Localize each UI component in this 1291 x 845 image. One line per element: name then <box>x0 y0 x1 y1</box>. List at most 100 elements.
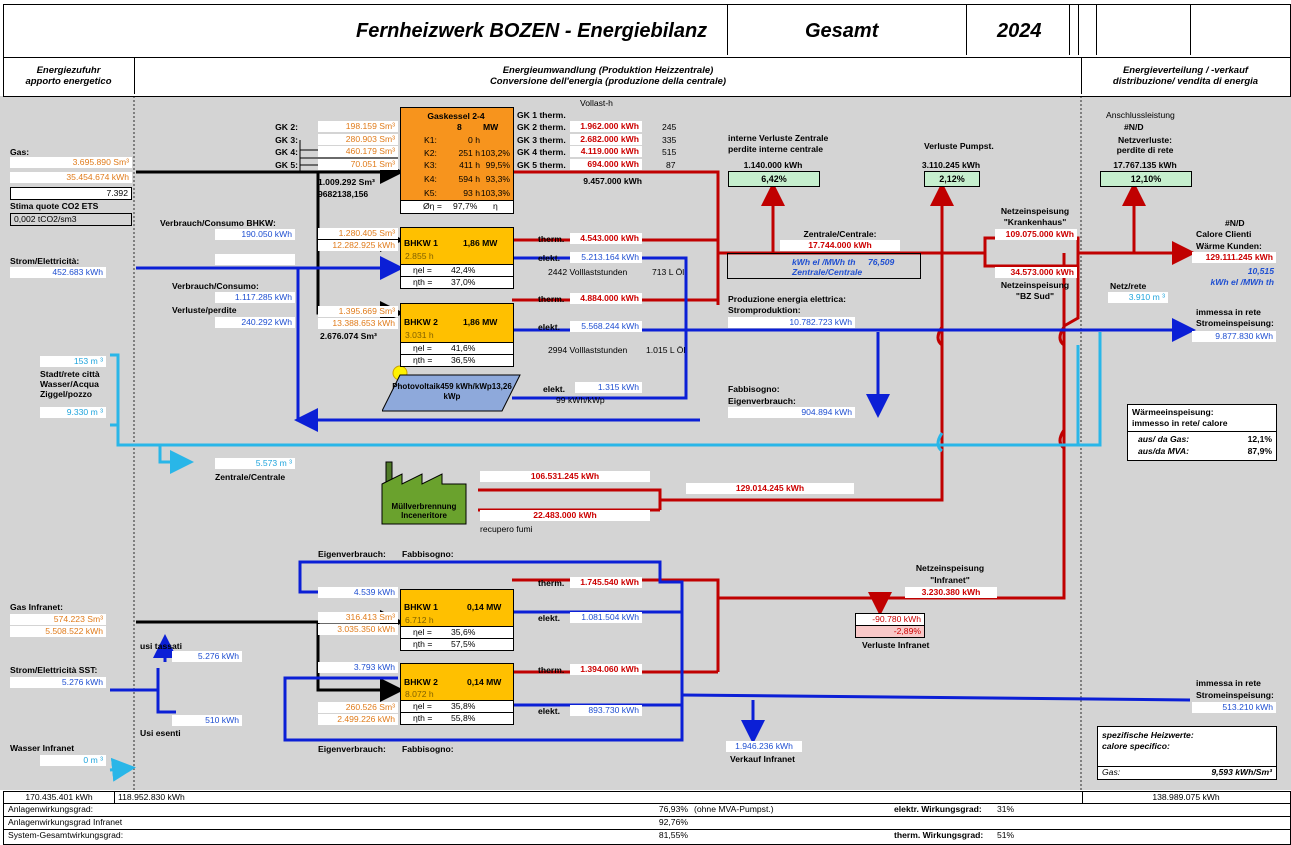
net-loss-kwh: 17.767.135 kWh <box>1113 160 1177 170</box>
verluste-label: Verluste/perdite <box>172 305 237 315</box>
water-label-1: Stadt/rete città <box>40 369 100 379</box>
waerme-mva: 87,9% <box>1247 446 1272 456</box>
bhkw2-sm3: 1.395.669 Sm³ <box>318 306 398 317</box>
verkauf-label: Verkauf Infranet <box>730 754 795 764</box>
fab-kwh: 904.894 kWh <box>728 407 855 418</box>
zentrale-water-label: Zentrale/Centrale <box>215 472 286 482</box>
net-loss-pct: 12,10% <box>1100 171 1192 187</box>
waerme-title1: Wärmeeinspeisung: <box>1132 407 1214 417</box>
esenti-kwh: 510 kWh <box>172 715 242 726</box>
zentrale-water-m3: 5.573 m ³ <box>215 458 295 469</box>
customers-ratio-unit: kWh el /MWh th <box>1210 277 1275 287</box>
bhkw2-name: BHKW 2 <box>404 317 438 327</box>
strom-kwh: 452.683 kWh <box>10 267 106 278</box>
gaskessel-title: Gaskessel 2-4 <box>427 111 485 121</box>
inf-b1-therm-label: therm. <box>538 578 565 588</box>
section-bar <box>3 57 1291 97</box>
inf-b1-kwh: 3.035.350 kWh <box>318 624 398 635</box>
zentrale-ratio-box <box>727 253 921 279</box>
gk5-label: GK 5: <box>275 160 298 170</box>
inf-strom-out-label2: Stromeinspeisung: <box>1196 690 1274 700</box>
waerme-title2: immesso in rete/ calore <box>1132 418 1228 428</box>
inf-netz-kwh: 3.230.380 kWh <box>905 587 997 598</box>
inf-b2-th-eff: ηth =55,8% <box>400 712 514 725</box>
gk2-label: GK 2: <box>275 122 298 132</box>
pump-loss-kwh: 3.110.245 kWh <box>921 160 981 170</box>
bhkw1-sm3: 1.280.405 Sm³ <box>318 228 398 239</box>
bhkw-total-sm3: 2.676.074 Sm³ <box>320 331 377 341</box>
footer-total-out: 138.989.075 kWh <box>1152 792 1220 802</box>
inf-b2-kwh: 2.499.226 kWh <box>318 714 398 725</box>
k4-pct: 93,3% <box>485 174 510 184</box>
bhkw1-th-eff: ηth =37,0% <box>400 276 514 289</box>
bhkw-verbrauch-label: Verbrauch/Consumo BHKW: <box>160 218 276 228</box>
pump-loss-pct: 2,12% <box>924 171 980 187</box>
scope-label: Gesamt <box>805 20 879 42</box>
k3-label: K3: <box>424 160 437 170</box>
gk4-therm-label: GK 4 therm. <box>517 147 566 157</box>
ratio-unit: kWh el /MWh th <box>792 257 856 267</box>
anschluss-label: Anschlussleistung <box>1106 110 1175 120</box>
water-city-m3: 153 m ³ <box>40 356 106 367</box>
inf-eigen-bottom: Eigenverbrauch: <box>318 744 386 754</box>
kh-label2: "Krankenhaus" <box>1003 217 1067 227</box>
pv-label: Photovoltaik459 kWh/kWp13,26 kWp <box>392 382 512 401</box>
zentrale-loss-pct: 6,42% <box>728 171 820 187</box>
ratio-value: 76,509 <box>868 257 895 267</box>
gk3-therm-label: GK 3 therm. <box>517 135 566 145</box>
k2-label: K2: <box>424 148 437 158</box>
customers-nd: #N/D <box>1225 218 1245 228</box>
bz-kwh: 34.573.000 kWh <box>995 267 1077 278</box>
bhkw1-kwh: 12.282.925 kWh <box>318 240 398 251</box>
k5-pct: 103,3% <box>480 188 510 198</box>
inf-gas-kwh: 5.508.522 kWh <box>10 626 106 637</box>
specific-gas-value: 9,593 kWh/Sm³ <box>1211 767 1272 777</box>
bhkw2-power: 1,86 MW <box>463 317 498 327</box>
specific-gas-label: Gas: <box>1102 767 1121 777</box>
k1-label: K1: <box>424 135 437 145</box>
tassati-kwh: 5.276 kWh <box>172 651 242 662</box>
gaskessel-eta: Øη = 97,7% η <box>400 200 514 214</box>
inf-verl-label: Verluste Infranet <box>862 640 930 650</box>
inf-b2-power: 0,14 MW <box>467 677 502 687</box>
gk5-sm3: 70.051 Sm³ <box>318 159 398 170</box>
mva-kwh2: 129.014.245 kWh <box>686 483 854 494</box>
section-conversion: Energieumwandlung (Produktion Heizzentra… <box>489 65 727 87</box>
gk4-sm3: 460.179 Sm³ <box>318 146 398 157</box>
pv-specific: 99 kWh/kWp <box>556 395 605 405</box>
specific-heat-box: spezifische Heizwerte: calore specifico:… <box>1097 726 1277 780</box>
inf-gas-label: Gas Infranet: <box>10 602 64 612</box>
k3-hours: 411 h <box>459 160 480 170</box>
diagram-background <box>0 96 1291 790</box>
inf-b2-el-eff: ηel =35,8% <box>400 700 514 713</box>
tassati-label: usi tassati <box>140 641 183 651</box>
specific-title2: calore specifico: <box>1102 741 1170 751</box>
bhkw2-oel: 1.015 L Öl <box>646 345 686 355</box>
inf-b1-elekt: 1.081.504 kWh <box>570 612 642 623</box>
pv-elekt-kwh: 1.315 kWh <box>575 382 642 393</box>
inf-strom-kwh: 5.276 kWh <box>10 677 106 688</box>
verbrauch2-kwh: 1.117.285 kWh <box>215 292 295 303</box>
inf-strom-out-label1: immessa in rete <box>1196 678 1261 688</box>
gk1-therm-kwh: 1.962.000 kWh <box>570 121 642 132</box>
fab-label2: Eigenverbrauch: <box>728 396 796 406</box>
bhkw1-name: BHKW 1 <box>404 238 438 248</box>
net-loss-title1: Netzverluste: <box>1118 135 1172 145</box>
strom-out-label1: immessa in rete <box>1196 307 1261 317</box>
ratio-sub: Zentrale/Centrale <box>792 267 863 277</box>
bhkw2-elekt-label: elekt. <box>538 322 560 332</box>
bhkw2-elekt-kwh: 5.568.244 kWh <box>570 321 642 332</box>
k4-label: K4: <box>424 174 437 184</box>
gk2-therm-kwh: 2.682.000 kWh <box>570 134 642 145</box>
gk2-therm-label: GK 2 therm. <box>517 122 566 132</box>
header-bar <box>3 4 1291 58</box>
water-label-3: Ziggel/pozzo <box>40 389 93 399</box>
footer-row2-label: Anlagenwirkungsgrad Infranet <box>8 817 123 827</box>
pv-elekt-label: elekt. <box>543 384 565 394</box>
k5-label: K5: <box>424 188 437 198</box>
mva-kwh1: 106.531.245 kWh <box>480 471 650 482</box>
footer-total-in: 170.435.401 kWh <box>25 792 93 802</box>
bhkw2-volllast: 2994 Volllaststunden <box>548 345 628 355</box>
footer-row1-value: 76,93% <box>658 804 688 814</box>
mva-label: Müllverbrennung Inceneritore <box>391 502 457 520</box>
